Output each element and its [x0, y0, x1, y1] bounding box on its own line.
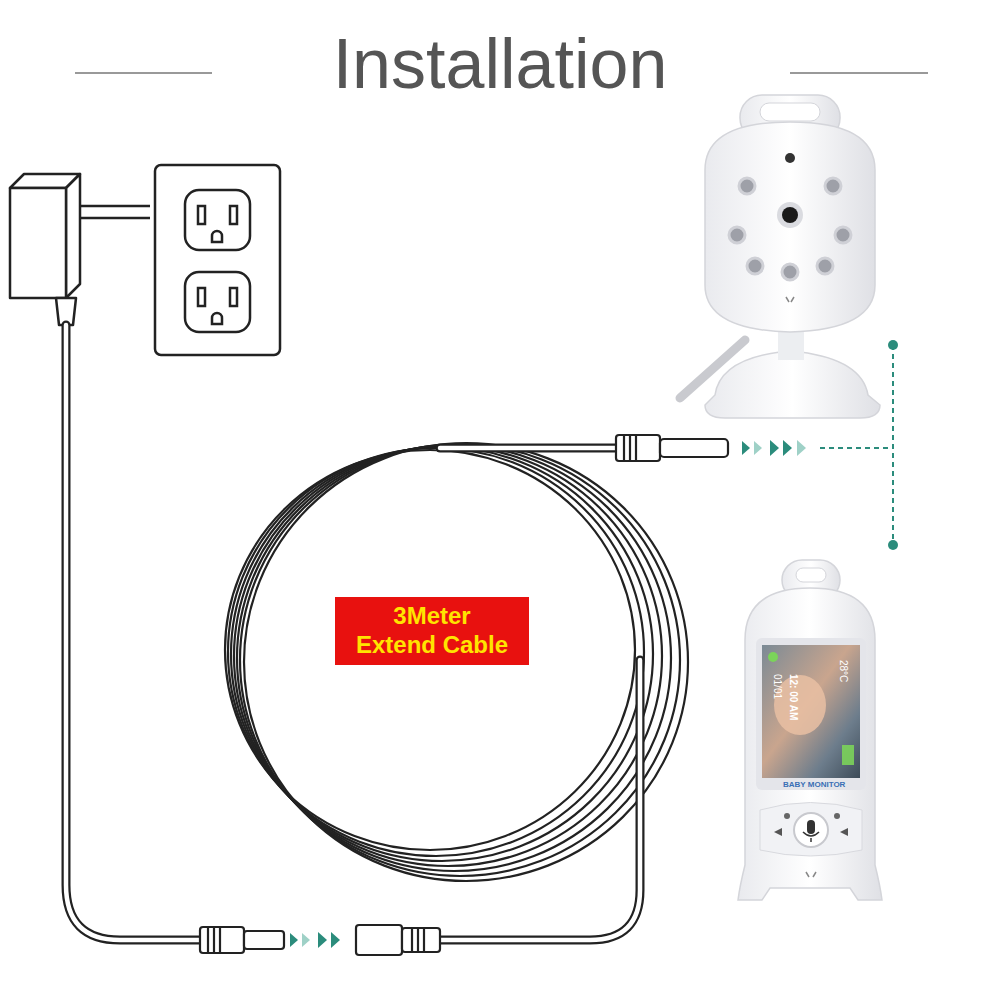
- cable: [66, 325, 688, 940]
- wall-outlet: [155, 165, 280, 355]
- cable-label-text: 3Meter Extend Cable: [353, 602, 511, 660]
- diagram-title: Installation: [0, 26, 1000, 103]
- plug-connector: [200, 435, 728, 955]
- title-rule: [790, 72, 928, 74]
- direction-arrows: [290, 440, 806, 948]
- cable-label-box: 3Meter Extend Cable: [335, 597, 529, 665]
- brand-label: BABY MONITOR: [783, 781, 845, 790]
- screen-date: 01/01: [772, 674, 783, 699]
- baby-monitor-unit: [738, 560, 882, 900]
- bracket-dot: [888, 540, 898, 550]
- title-rule: [75, 72, 212, 74]
- power-adapter: [10, 174, 150, 325]
- screen-time: 12: 00 AM: [788, 674, 799, 720]
- baby-camera: [680, 95, 880, 418]
- bracket-dot: [888, 340, 898, 350]
- screen-temperature: 28°C: [838, 660, 849, 682]
